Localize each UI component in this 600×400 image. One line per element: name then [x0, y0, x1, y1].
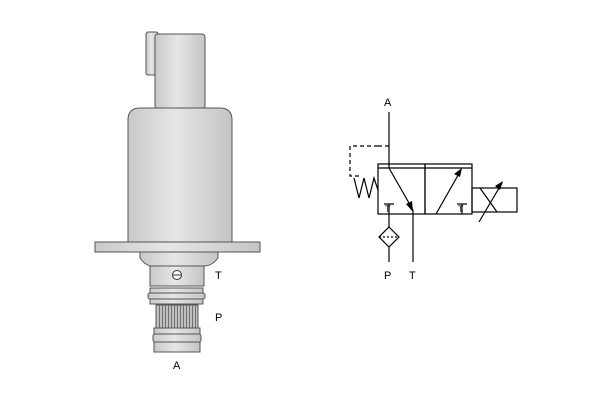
pilot-drain-dashed	[349, 145, 378, 177]
body-neck	[139, 251, 219, 267]
filter-symbol	[378, 226, 400, 248]
valve-label-a: A	[173, 360, 181, 372]
solenoid-body	[127, 107, 233, 247]
variable-arrow	[478, 182, 503, 223]
valve-label-t: T	[215, 270, 222, 282]
symbol-label-p: P	[384, 270, 391, 282]
mounting-flange	[94, 241, 261, 253]
hydraulic-symbol	[349, 112, 518, 262]
connector-plug	[145, 31, 206, 110]
symbol-inner-t-left: T	[385, 204, 391, 214]
valve-port-labels: T P A	[173, 270, 222, 372]
valve-label-p: P	[215, 312, 222, 324]
symbol-port-labels: A P T T T	[384, 97, 464, 282]
envelope-right	[424, 163, 473, 215]
spring-symbol	[353, 175, 379, 199]
seal-rings-lower	[152, 327, 202, 353]
symbol-label-t: T	[409, 270, 416, 282]
pressure-port-screen	[155, 304, 199, 329]
symbol-inner-t-right: T	[458, 204, 464, 214]
seal-rings-upper	[147, 287, 206, 305]
flow-arrow-p-to-a	[435, 169, 462, 215]
symbol-label-a: A	[384, 97, 392, 109]
valve-drawing	[94, 31, 261, 353]
solenoid-actuator	[471, 187, 518, 213]
